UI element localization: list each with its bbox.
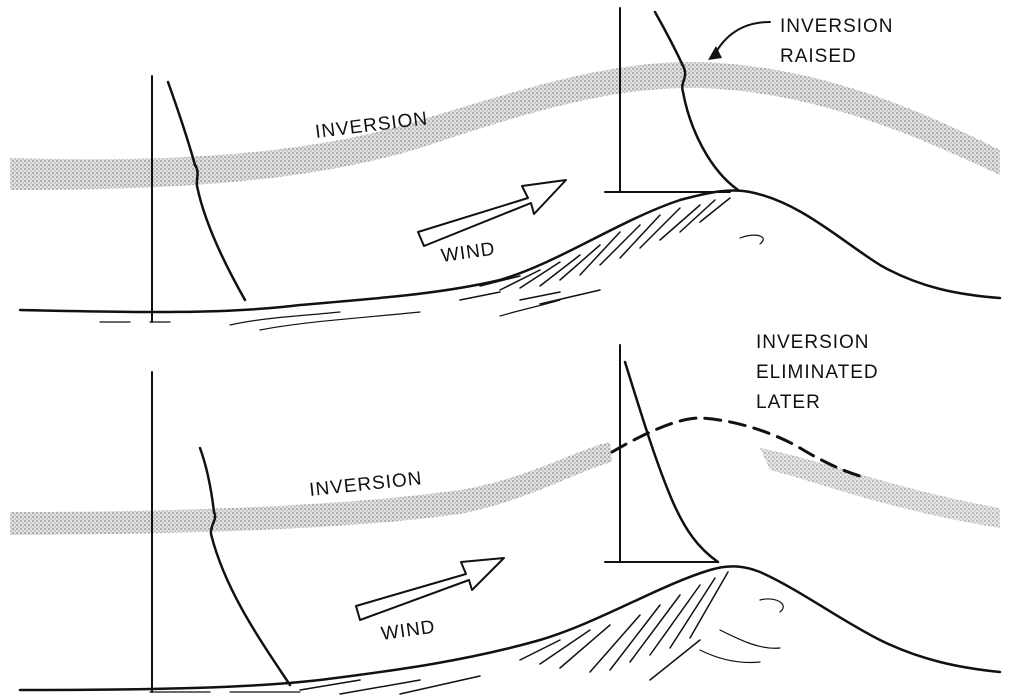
top-ground-line [18, 189, 1002, 314]
bottom-inversion-band-right [760, 448, 1000, 528]
top-slope-strokes [99, 234, 764, 331]
bottom-wind-label: WIND [380, 617, 437, 645]
top-callout-line2: RAISED [780, 46, 857, 67]
top-right-temperature-profile [653, 10, 740, 192]
bottom-slope-strokes [149, 598, 784, 693]
bottom-ridge-shading [299, 571, 729, 695]
bottom-left-temperature-profile [198, 446, 292, 687]
top-wind-label: WIND [440, 239, 497, 267]
bottom-panel: INVERSION WIND INVERSION ELIMINATED LATE… [10, 332, 1002, 695]
bottom-inversion-band-left [10, 442, 612, 535]
bottom-callout-line1: INVERSION [756, 332, 870, 353]
top-panel: INVERSION WIND INVERSION RAISED [10, 7, 1002, 331]
top-left-temperature-profile [166, 80, 247, 302]
bottom-callout-line2: ELIMINATED [756, 362, 879, 383]
top-inversion-band [10, 61, 1000, 191]
bottom-eliminated-inversion-dashed [610, 416, 862, 478]
bottom-right-temperature-profile [623, 360, 720, 564]
top-callout-line1: INVERSION [780, 16, 894, 37]
top-callout-pointer [713, 21, 771, 57]
bottom-callout-line3: LATER [756, 392, 821, 413]
bottom-wind-arrow [355, 557, 505, 621]
bottom-inversion-label: INVERSION [308, 468, 423, 501]
top-ridge-shading [459, 197, 731, 305]
top-wind-arrow [417, 179, 567, 247]
bottom-ground-line [18, 565, 1002, 692]
top-callout-arrowhead [708, 46, 722, 60]
